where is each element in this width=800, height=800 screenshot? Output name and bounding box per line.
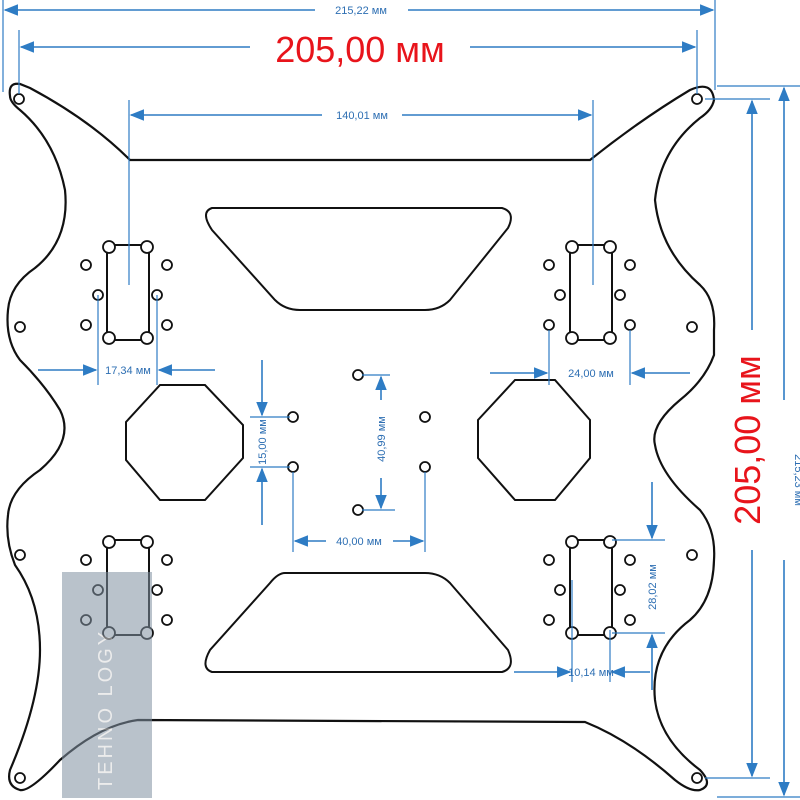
left-octagon-cutout xyxy=(125,384,244,501)
dim-center-vertical-label: 40,99 мм xyxy=(376,416,388,462)
mount-top-right xyxy=(565,240,617,345)
right-octagon-cutout xyxy=(477,379,591,501)
top-trapezoid-cutout xyxy=(205,207,512,311)
plate-outline xyxy=(6,82,716,792)
dim-center-horizontal-label: 40,00 мм xyxy=(336,536,382,548)
side-hole xyxy=(686,321,698,333)
bottom-trapezoid-cutout xyxy=(204,572,512,673)
dim-right-mount-width-label: 24,00 мм xyxy=(568,368,614,380)
corner-hole-top-right xyxy=(691,93,703,105)
dim-center-gap-label: 15,00 мм xyxy=(257,419,269,465)
mount-bottom-right xyxy=(565,535,617,640)
side-hole xyxy=(14,549,26,561)
dim-mount-height-label: 28,02 мм xyxy=(647,564,659,610)
corner-hole-bottom-left xyxy=(14,772,26,784)
side-hole xyxy=(14,321,26,333)
dim-hole-span-width-label: 205,00 мм xyxy=(275,29,445,70)
dim-left-mount-width-label: 17,34 мм xyxy=(105,365,151,377)
dim-mount-offset-label: 10,14 мм xyxy=(568,667,614,679)
mount-top-left xyxy=(102,240,154,345)
watermark-text: TEHNO LOGY xyxy=(95,629,117,790)
corner-hole-bottom-right xyxy=(691,772,703,784)
watermark: TEHNO LOGY xyxy=(62,572,152,798)
dim-mount-span-label: 140,01 мм xyxy=(336,110,388,122)
side-hole xyxy=(686,549,698,561)
dim-hole-span-height-label: 205,00 мм xyxy=(727,355,768,525)
dim-overall-height-label: 215,23 мм xyxy=(792,454,800,506)
corner-hole-top-left xyxy=(13,93,25,105)
dim-overall-width-label: 215,22 мм xyxy=(335,5,387,17)
